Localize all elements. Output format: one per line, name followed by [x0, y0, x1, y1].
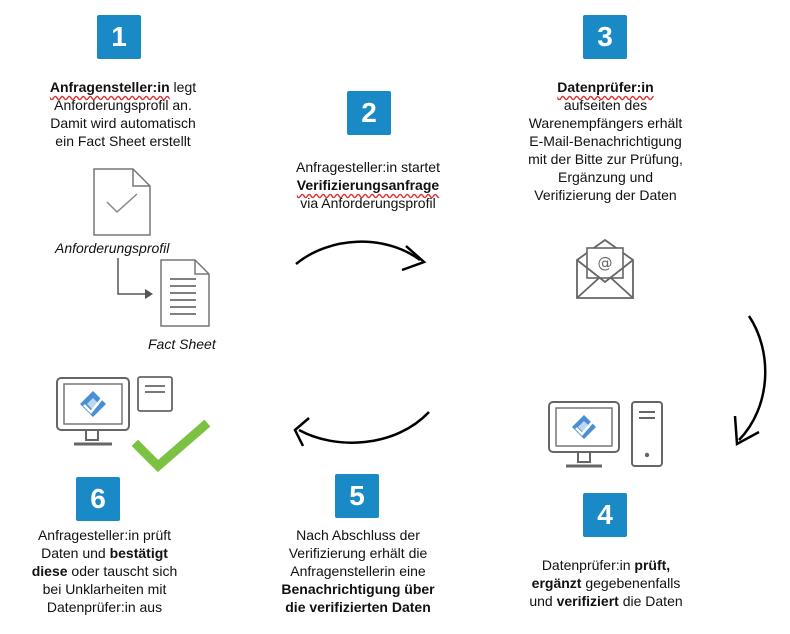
step-3-text-line3: Warenempfängers erhält [528, 115, 683, 131]
step-6-text-line5: Datenprüfer:in aus [46, 599, 163, 615]
step-3-text-line7: Verifizierung der Daten [534, 187, 677, 203]
arrow-right-curved-icon [295, 240, 427, 272]
arrow-down-curved-icon [733, 315, 767, 447]
step-5-text-bold1: Benachrichtigung über [281, 581, 435, 597]
step-5-text-line2: Verifizierung erhält die [288, 545, 428, 561]
step-6-text-line1: Anfragesteller:in prüft [37, 527, 172, 543]
step-3-text-line6: Ergänzung und [558, 169, 653, 185]
step-1-actor: Anfragensteller:in [49, 79, 170, 95]
step-6-badge: 6 [76, 477, 120, 521]
svg-text:@: @ [598, 254, 613, 272]
anforderungsprofil-caption: Anforderungsprofil [55, 240, 170, 256]
desktop-computer-icon [548, 401, 663, 468]
step-6-text-line3b: oder tauscht sich [67, 563, 178, 579]
arrow-left-curved-icon [293, 411, 430, 447]
step-5-text-line3: Anfragenstellerin eine [290, 563, 426, 579]
fact-sheet-icon [160, 259, 210, 327]
step-1-text-line3: Damit wird automatisch [50, 115, 196, 131]
step-1-text-line2: Anforderungsprofil an. [54, 97, 192, 113]
step-3-actor: Datenprüfer:in [557, 79, 654, 95]
step-4-text-line3b: verifiziert [556, 593, 619, 609]
step-6-text: Anfragesteller:in prüft Daten und bestät… [12, 526, 197, 616]
step-3-text-line2: aufseiten des [563, 97, 648, 113]
step-4-text-line1a: Datenprüfer:in [541, 557, 635, 573]
step-5-text: Nach Abschluss der Verifizierung erhält … [248, 526, 468, 616]
step-6-text-line3a: diese [31, 563, 68, 579]
step-4-badge: 4 [583, 493, 627, 537]
step-6-text-line2b: bestätigt [109, 545, 168, 561]
step-2-text-line1: Anfragesteller:in startet [296, 159, 440, 175]
step-4-text: Datenprüfer:in prüft, ergänzt gegebenenf… [500, 556, 712, 610]
fact-sheet-caption: Fact Sheet [148, 336, 216, 352]
email-icon: @ [576, 238, 634, 299]
step-3-text-line4: E-Mail-Benachrichtigung [529, 133, 682, 149]
step-1-text-line1: legt [169, 79, 197, 95]
step-3-badge: 3 [583, 15, 627, 59]
step-4-text-line1b: prüft, [634, 557, 671, 573]
monitor-icon [56, 377, 130, 446]
step-3-text: Datenprüfer:in aufseiten des Warenempfän… [498, 78, 713, 204]
checkmark-icon [131, 419, 211, 473]
step-2-text-line3: via Anforderungsprofil [300, 195, 436, 211]
step-4-text-line2a: ergänzt [531, 575, 582, 591]
step-2-action: Verifizierungsanfrage [296, 177, 440, 193]
step-5-text-bold2: die verifizierten Daten [285, 599, 431, 615]
document-check-icon [93, 168, 151, 236]
step-1-badge: 1 [97, 15, 141, 59]
flow-connector-arrow [117, 258, 153, 299]
step-1-text: Anfragensteller:in legt Anforderungsprof… [18, 78, 228, 150]
step-2-badge: 2 [347, 91, 391, 135]
step-5-text-line1: Nach Abschluss der [296, 527, 420, 543]
document-icon [137, 376, 173, 412]
step-1-text-line4: ein Fact Sheet erstellt [55, 133, 191, 149]
step-4-text-line2b: gegebenenfalls [581, 575, 681, 591]
step-4-text-line3a: und [529, 593, 557, 609]
step-6-text-line2a: Daten und [41, 545, 110, 561]
step-3-text-line5: mit der Bitte zur Prüfung, [528, 151, 683, 167]
step-2-text: Anfragesteller:in startet Verifizierungs… [258, 158, 478, 212]
step-4-text-line3c: die Daten [618, 593, 683, 609]
step-5-badge: 5 [335, 474, 379, 518]
step-6-text-line4: bei Unklarheiten mit [42, 581, 167, 597]
